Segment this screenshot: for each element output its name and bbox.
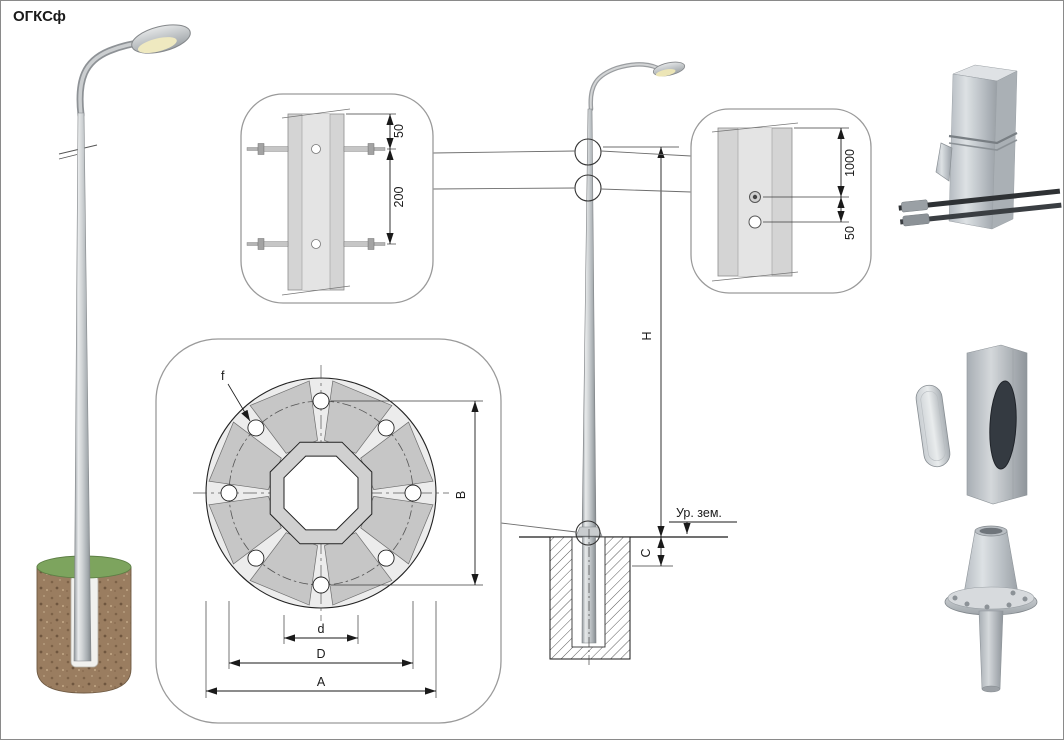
detail-circle-base (575, 520, 601, 546)
dim-H-label: H (640, 331, 654, 340)
pole-column-section (281, 108, 351, 296)
column-front (948, 73, 998, 230)
dim-A-label: A (317, 675, 326, 689)
dim-D: D (228, 601, 414, 669)
dim-200-label: 200 (392, 187, 406, 208)
dim-d: d (283, 615, 359, 644)
flange-base-3d-render (944, 525, 1038, 693)
detail-callout-right: 1000 50 (600, 108, 872, 294)
ground-level-callout: Ур. зем. (669, 506, 737, 534)
elevation-pole-shaft (581, 108, 597, 538)
access-door-3d-render (915, 344, 1028, 505)
lamp-head (131, 24, 191, 54)
break-mark (281, 285, 351, 296)
dim-50-label: 50 (392, 124, 406, 138)
foundation-section (549, 529, 631, 667)
hole (748, 215, 762, 229)
elevation-arm (588, 62, 664, 112)
dim-1000-label: 1000 (843, 149, 857, 177)
dim-A: A (205, 601, 437, 698)
dim-D-label: D (316, 647, 325, 661)
flange-plan-callout: f B d D A (155, 338, 577, 724)
dim-f: f (221, 369, 251, 422)
dim-50-right-label: 50 (843, 226, 857, 240)
door-cover (915, 384, 951, 468)
flange-bolts (952, 590, 1028, 610)
dim-50-right: 50 (763, 197, 857, 240)
dim-C: C (632, 537, 673, 567)
anchor-rods (898, 188, 1062, 227)
dim-C-label: C (639, 548, 653, 557)
pole-shaft (73, 112, 92, 662)
dim-d-label: d (318, 622, 325, 636)
dim-H: H (603, 146, 679, 537)
clamp-3d-render (898, 64, 1062, 230)
break-mark (281, 108, 351, 119)
break-mark (711, 122, 799, 133)
embed-tube (978, 610, 1004, 690)
door-opening (989, 380, 1017, 470)
elevation-drawing: Ур. зем. H C (519, 61, 737, 667)
octagon-hole (283, 455, 359, 531)
dim-1000: 1000 (763, 127, 857, 198)
dim-200: 200 (386, 149, 406, 245)
page-title: ОГКСф (13, 8, 66, 25)
detail-circle-upper (574, 138, 602, 166)
dim-f-label: f (221, 369, 225, 383)
clamp-band (948, 132, 1018, 145)
break-mark (711, 271, 799, 282)
bolt-hole (311, 239, 321, 249)
pole-column-section (711, 122, 799, 282)
dim-50-top: 50 (346, 113, 406, 150)
bolt-holes (220, 392, 422, 594)
elevation-lamp-head (652, 61, 686, 77)
dim-B-label: B (454, 491, 468, 499)
detail-callout-top: 50 200 (240, 93, 576, 304)
pole-3d-render (36, 24, 191, 694)
ground-level-label: Ур. зем. (676, 506, 722, 520)
bolt-hole (311, 144, 321, 154)
tension-grip (935, 142, 953, 182)
dim-B: B (331, 400, 483, 586)
